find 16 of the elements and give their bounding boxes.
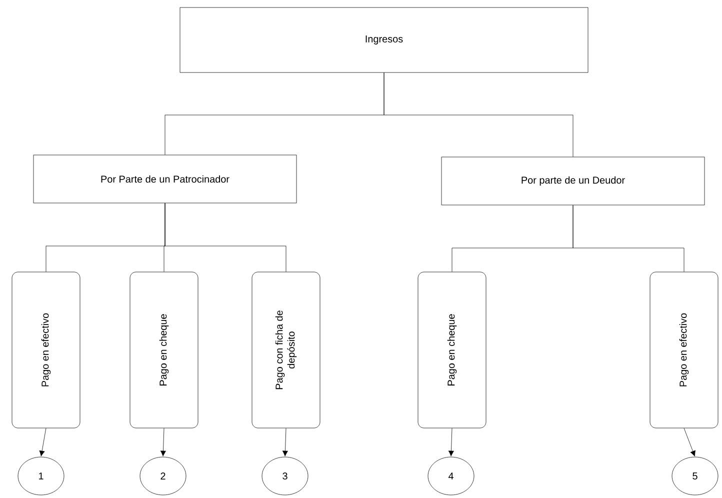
payment-box: Pago en cheque (130, 272, 198, 428)
arrow (684, 428, 696, 456)
connector-line (572, 205, 684, 272)
payment-box: Pago en efectivo (650, 272, 718, 428)
payment-box: Pago en efectivo (12, 272, 80, 428)
category-box: Por parte de un Deudor (441, 156, 705, 206)
arrow (39, 428, 46, 456)
category-box: Por Parte de un Patrocinador (33, 154, 297, 204)
arrow (448, 428, 454, 456)
connector-line (164, 203, 286, 272)
arrow (160, 428, 166, 456)
payment-box: Pago con ficha de depósito (252, 272, 320, 428)
category-box: Ingresos (180, 7, 588, 73)
connector-line (384, 72, 574, 157)
payment-box: Pago en cheque (418, 272, 486, 428)
arrow (282, 428, 288, 456)
